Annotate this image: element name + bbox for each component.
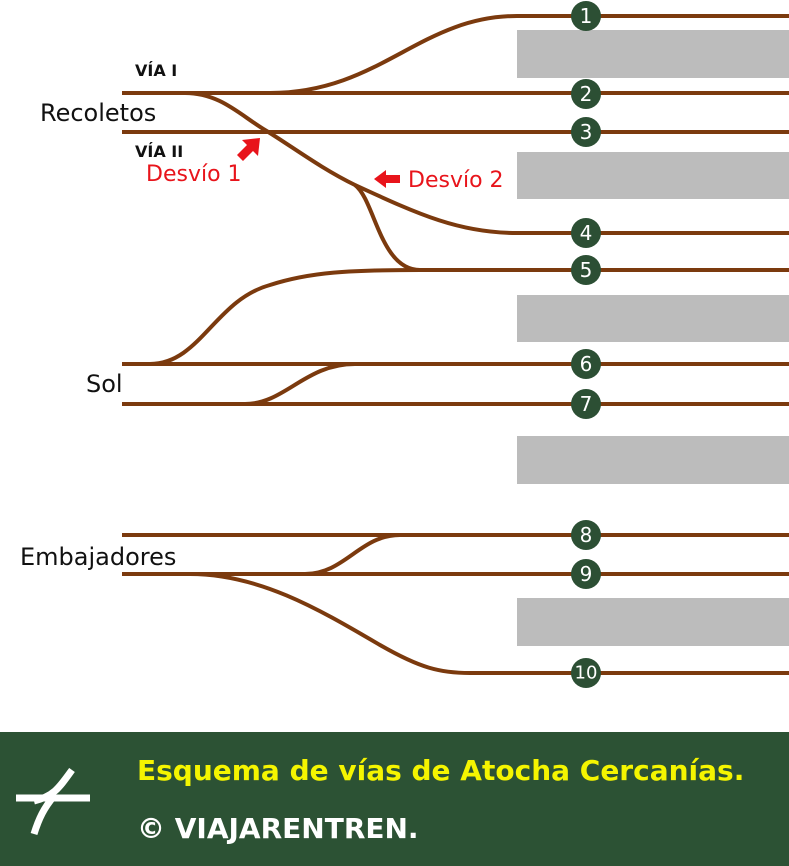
- track-badge-9: 9: [571, 559, 601, 589]
- track-badge-4: 4: [571, 218, 601, 248]
- track-number: 6: [580, 352, 593, 376]
- station-recoletos: Recoletos: [40, 99, 156, 127]
- desvio-1-arrow-icon: [237, 138, 260, 161]
- footer-credit: © VIAJARENTREN.: [137, 812, 419, 845]
- track-diagram: 1 2 3 4 5 6 7 8 9 10 Recoletos Sol Embaj…: [20, 1, 789, 688]
- track-badge-3: 3: [571, 117, 601, 147]
- footer-banner: Esquema de vías de Atocha Cercanías. © V…: [0, 732, 789, 866]
- track-number: 5: [580, 258, 593, 282]
- track-badge-6: 6: [571, 349, 601, 379]
- railway-switch-icon: [16, 768, 90, 836]
- track-7-branch: [244, 362, 356, 406]
- track-badge-2: 2: [571, 79, 601, 109]
- track-number: 3: [580, 120, 593, 144]
- station-sol: Sol: [86, 370, 123, 398]
- track-4: [184, 91, 789, 235]
- platforms: [517, 30, 789, 646]
- track-numbers: 1 2 3 4 5 6 7 8 9 10: [571, 1, 601, 688]
- platform: [517, 30, 789, 78]
- track-number: 9: [580, 562, 593, 586]
- track-number: 7: [580, 392, 593, 416]
- via-1-label: VÍA I: [135, 61, 177, 80]
- platform: [517, 598, 789, 646]
- desvio-1-label: Desvío 1: [146, 162, 242, 187]
- track-number: 8: [580, 523, 593, 547]
- platform: [517, 295, 789, 342]
- track-badge-5: 5: [571, 255, 601, 285]
- track-badge-1: 1: [571, 1, 601, 31]
- tracks: [122, 14, 789, 675]
- platform: [517, 152, 789, 199]
- track-number: 4: [580, 221, 593, 245]
- track-badge-8: 8: [571, 520, 601, 550]
- track-10: [189, 572, 789, 675]
- track-1: [269, 14, 789, 95]
- track-5: [149, 268, 789, 366]
- track-number: 2: [580, 82, 593, 106]
- track-badge-10: 10: [571, 658, 601, 688]
- platform: [517, 436, 789, 484]
- track-5-branch: [353, 183, 421, 272]
- footer-title: Esquema de vías de Atocha Cercanías.: [137, 754, 745, 787]
- desvio-2-label: Desvío 2: [408, 168, 504, 193]
- desvio-2-arrow-icon: [374, 170, 400, 188]
- via-2-label: VÍA II: [135, 142, 183, 161]
- track-9-branch: [304, 533, 401, 576]
- track-number: 10: [575, 663, 598, 684]
- station-embajadores: Embajadores: [20, 543, 176, 571]
- track-badge-7: 7: [571, 389, 601, 419]
- track-number: 1: [580, 4, 593, 28]
